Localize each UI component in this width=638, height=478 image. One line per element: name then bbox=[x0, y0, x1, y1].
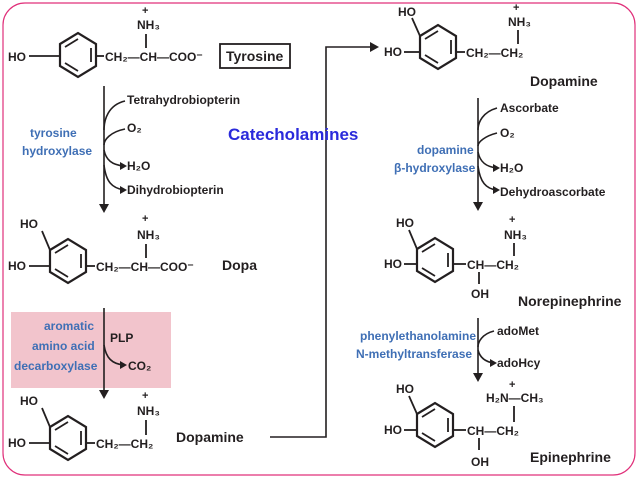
step1-out2: Dihydrobiopterin bbox=[127, 183, 224, 197]
dopa-amine-label: NH₃ bbox=[137, 228, 160, 242]
step1-enzyme-line2: hydroxylase bbox=[22, 144, 92, 158]
step3-in2: O₂ bbox=[500, 126, 515, 140]
epinephrine-top-oh: HO bbox=[396, 382, 414, 396]
step2-enzyme-line3: decarboxylase bbox=[14, 359, 98, 373]
step1-out1: H₂O bbox=[127, 159, 150, 173]
step3-reaction: Ascorbate O₂ H₂O Dehydroascorbate dopami… bbox=[394, 98, 606, 211]
step3-out2: Dehydroascorbate bbox=[500, 185, 606, 199]
step3-enzyme-line1: dopamine bbox=[417, 143, 474, 157]
dopa-top-oh: HO bbox=[20, 217, 38, 231]
step4-enzyme-line1: phenylethanolamine bbox=[360, 329, 476, 343]
tyrosine-name: Tyrosine bbox=[226, 48, 284, 64]
norepinephrine-ho: HO bbox=[384, 257, 402, 271]
epinephrine-oh: OH bbox=[471, 455, 489, 469]
step3-in1: Ascorbate bbox=[500, 101, 559, 115]
step2-reaction: PLP CO₂ aromatic amino acid decarboxylas… bbox=[11, 308, 171, 399]
dopamine-left-amine: NH₃ bbox=[137, 404, 160, 418]
epinephrine-chain: CH—CH₂ bbox=[467, 424, 519, 438]
step2-cofactor: PLP bbox=[110, 331, 133, 345]
epinephrine-structure: HO HO CH—CH₂ OH H₂N—CH₃ + Epinephrine bbox=[384, 379, 611, 469]
norepinephrine-structure: HO HO CH—CH₂ OH NH₃ + Norepinephrine bbox=[384, 214, 622, 309]
epinephrine-name: Epinephrine bbox=[530, 449, 611, 465]
norepinephrine-amine: NH₃ bbox=[504, 228, 527, 242]
tyrosine-ho-label: HO bbox=[8, 50, 26, 64]
step2-enzyme-box bbox=[11, 312, 171, 388]
dopamine-right-amine: NH₃ bbox=[508, 15, 531, 29]
tyrosine-structure: HO CH₂—CH—COO⁻ NH₃ + Tyrosine bbox=[8, 5, 291, 79]
step4-reaction: adoMet adoHcy phenylethanolamine N-methy… bbox=[356, 318, 541, 382]
dopamine-right-charge: + bbox=[513, 2, 519, 14]
dopa-structure: HO HO CH₂—CH—COO⁻ NH₃ + Dopa bbox=[8, 213, 257, 285]
step1-in1: Tetrahydrobiopterin bbox=[127, 93, 240, 107]
step1-reaction: Tetrahydrobiopterin O₂ H₂O Dihydrobiopte… bbox=[22, 86, 240, 213]
connector-arrow bbox=[270, 42, 379, 438]
dopa-name: Dopa bbox=[222, 257, 257, 273]
dopamine-left-charge: + bbox=[142, 390, 148, 402]
step3-out1: H₂O bbox=[500, 161, 523, 175]
dopa-charge: + bbox=[142, 213, 148, 225]
step4-enzyme-line2: N-methyltransferase bbox=[356, 347, 472, 361]
step4-out1: adoHcy bbox=[497, 356, 541, 370]
norepinephrine-oh: OH bbox=[471, 287, 489, 301]
step3-enzyme-line2: β-hydroxylase bbox=[394, 161, 476, 175]
epinephrine-ho: HO bbox=[384, 423, 402, 437]
step2-out1: CO₂ bbox=[128, 359, 151, 373]
norepinephrine-name: Norepinephrine bbox=[518, 293, 622, 309]
dopamine-left-ho: HO bbox=[8, 436, 26, 450]
step1-enzyme-line1: tyrosine bbox=[30, 126, 77, 140]
epinephrine-amine: H₂N—CH₃ bbox=[486, 391, 544, 405]
dopamine-right-name: Dopamine bbox=[530, 73, 598, 89]
dopamine-left-top-oh: HO bbox=[20, 394, 38, 408]
dopamine-right-structure: HO HO CH₂—CH₂ NH₃ + Dopamine bbox=[384, 2, 598, 89]
tyrosine-chain-label: CH₂—CH—COO⁻ bbox=[105, 50, 203, 64]
tyrosine-charge: + bbox=[142, 5, 148, 17]
tyrosine-amine-label: NH₃ bbox=[137, 18, 160, 32]
slide-title: Catecholamines bbox=[228, 125, 358, 144]
dopa-ho-label: HO bbox=[8, 259, 26, 273]
norepinephrine-charge: + bbox=[509, 214, 515, 226]
tyrosine-name-box bbox=[219, 43, 291, 69]
step4-in1: adoMet bbox=[497, 324, 539, 338]
norepinephrine-chain: CH—CH₂ bbox=[467, 258, 519, 272]
dopa-chain-label: CH₂—CH—COO⁻ bbox=[96, 260, 194, 274]
step2-enzyme-line2: amino acid bbox=[32, 339, 95, 353]
dopamine-right-chain: CH₂—CH₂ bbox=[466, 46, 523, 60]
step1-in2: O₂ bbox=[127, 121, 142, 135]
dopamine-left-chain: CH₂—CH₂ bbox=[96, 437, 153, 451]
dopamine-left-name: Dopamine bbox=[176, 429, 244, 445]
dopamine-right-top-oh: HO bbox=[398, 5, 416, 19]
dopamine-left-structure: HO HO CH₂—CH₂ NH₃ + Dopamine bbox=[8, 390, 244, 462]
norepinephrine-top-oh: HO bbox=[396, 216, 414, 230]
step2-enzyme-line1: aromatic bbox=[44, 319, 94, 333]
dopamine-right-ho: HO bbox=[384, 45, 402, 59]
epinephrine-charge: + bbox=[509, 379, 515, 391]
